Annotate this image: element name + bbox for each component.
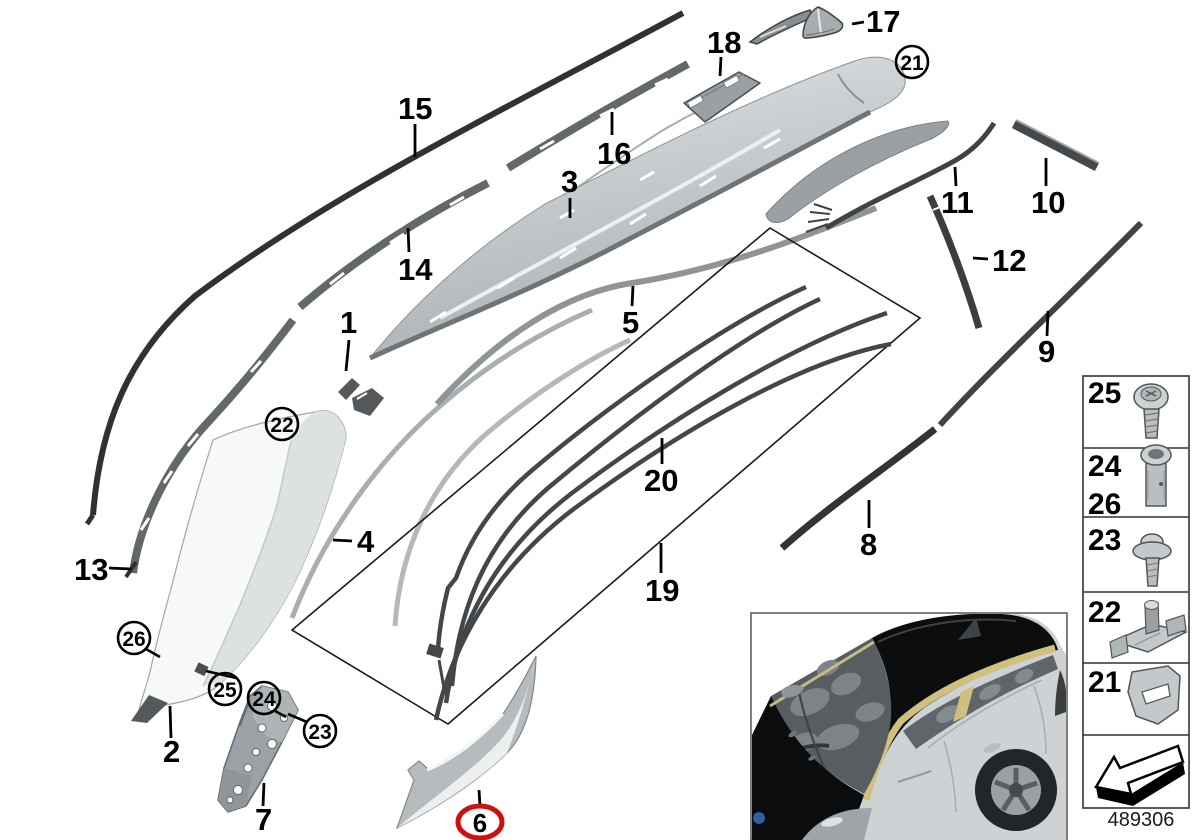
svg-text:20: 20 bbox=[644, 463, 678, 498]
svg-text:16: 16 bbox=[597, 136, 631, 171]
svg-text:2: 2 bbox=[163, 734, 180, 769]
svg-text:22: 22 bbox=[1088, 596, 1121, 629]
svg-text:21: 21 bbox=[1088, 666, 1121, 699]
svg-text:6: 6 bbox=[473, 808, 487, 838]
svg-text:15: 15 bbox=[398, 91, 432, 126]
svg-text:8: 8 bbox=[860, 527, 877, 562]
svg-text:1: 1 bbox=[340, 305, 357, 340]
svg-text:18: 18 bbox=[707, 25, 741, 60]
svg-text:11: 11 bbox=[941, 185, 974, 220]
svg-text:19: 19 bbox=[645, 573, 679, 608]
svg-text:25: 25 bbox=[213, 679, 237, 702]
svg-text:4: 4 bbox=[357, 524, 375, 559]
svg-text:25: 25 bbox=[1088, 377, 1121, 410]
svg-text:13: 13 bbox=[74, 552, 108, 587]
svg-text:489306: 489306 bbox=[1108, 809, 1175, 831]
svg-text:21: 21 bbox=[900, 52, 924, 75]
svg-text:26: 26 bbox=[122, 628, 145, 651]
svg-text:7: 7 bbox=[255, 802, 272, 837]
svg-text:24: 24 bbox=[252, 688, 276, 711]
svg-text:23: 23 bbox=[308, 721, 331, 744]
svg-text:17: 17 bbox=[866, 4, 900, 39]
svg-text:14: 14 bbox=[398, 252, 433, 287]
svg-text:12: 12 bbox=[992, 243, 1026, 278]
svg-text:26: 26 bbox=[1088, 488, 1121, 521]
svg-text:23: 23 bbox=[1088, 524, 1121, 557]
svg-text:10: 10 bbox=[1031, 185, 1065, 220]
svg-text:5: 5 bbox=[622, 305, 639, 340]
svg-text:22: 22 bbox=[270, 414, 293, 437]
svg-text:9: 9 bbox=[1038, 334, 1055, 369]
svg-text:24: 24 bbox=[1088, 450, 1122, 483]
svg-text:3: 3 bbox=[561, 164, 578, 199]
